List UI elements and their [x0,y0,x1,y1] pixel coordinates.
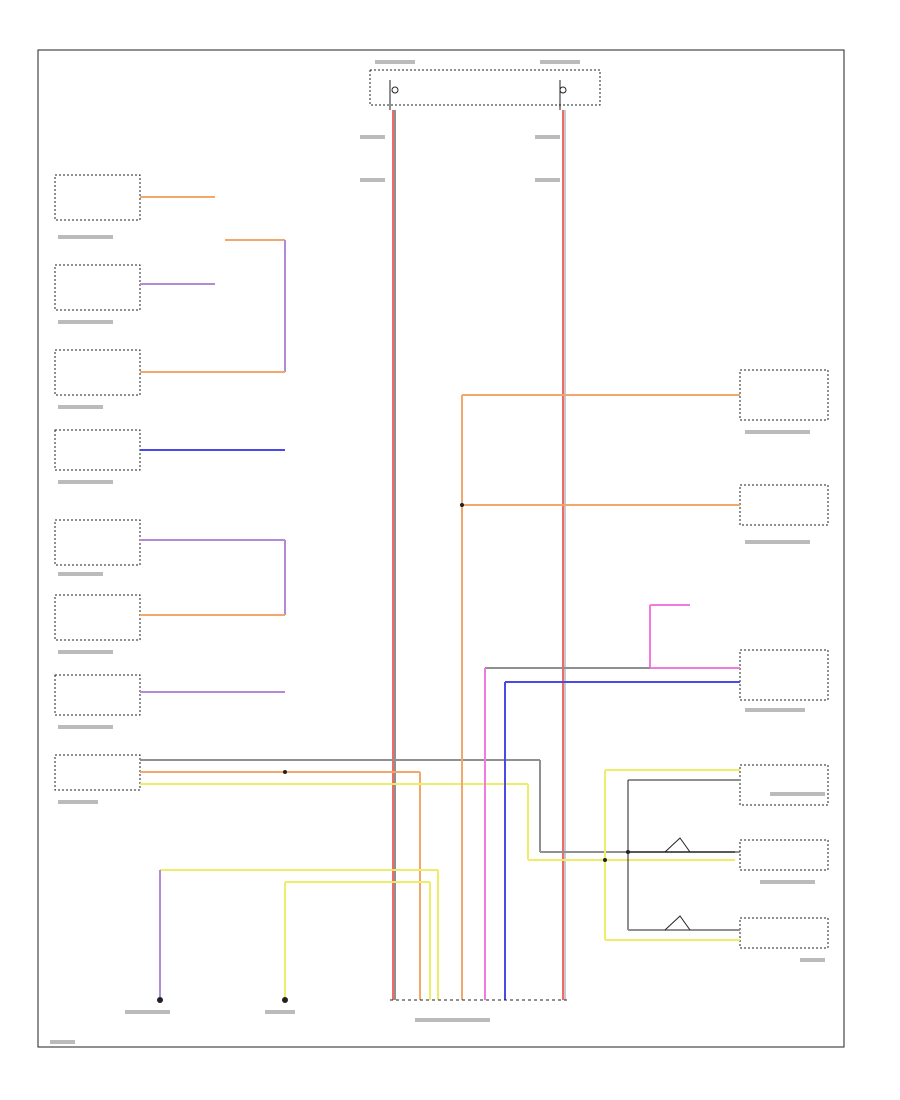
left-module-wires [140,196,286,693]
diagram-frame [37,49,845,1048]
right-modules [739,369,829,949]
module-box [739,764,829,806]
module-box [54,429,141,471]
label-placeholders [50,60,825,1044]
wire-red-right [562,110,566,1000]
module-box [54,674,141,716]
module-box [739,649,829,701]
module-box [54,174,141,221]
module-box [54,264,141,311]
module-box [739,839,829,871]
ground-wires [157,869,439,1003]
fuse-box-top [369,69,601,110]
module-box [54,519,141,566]
module-box [739,484,829,526]
wire-red-left [392,110,396,1000]
right-module-wires [460,394,740,1000]
module-box [739,917,829,949]
module-box [739,369,829,421]
module-box [54,594,141,641]
module-box [54,754,141,791]
module-box [54,349,141,396]
